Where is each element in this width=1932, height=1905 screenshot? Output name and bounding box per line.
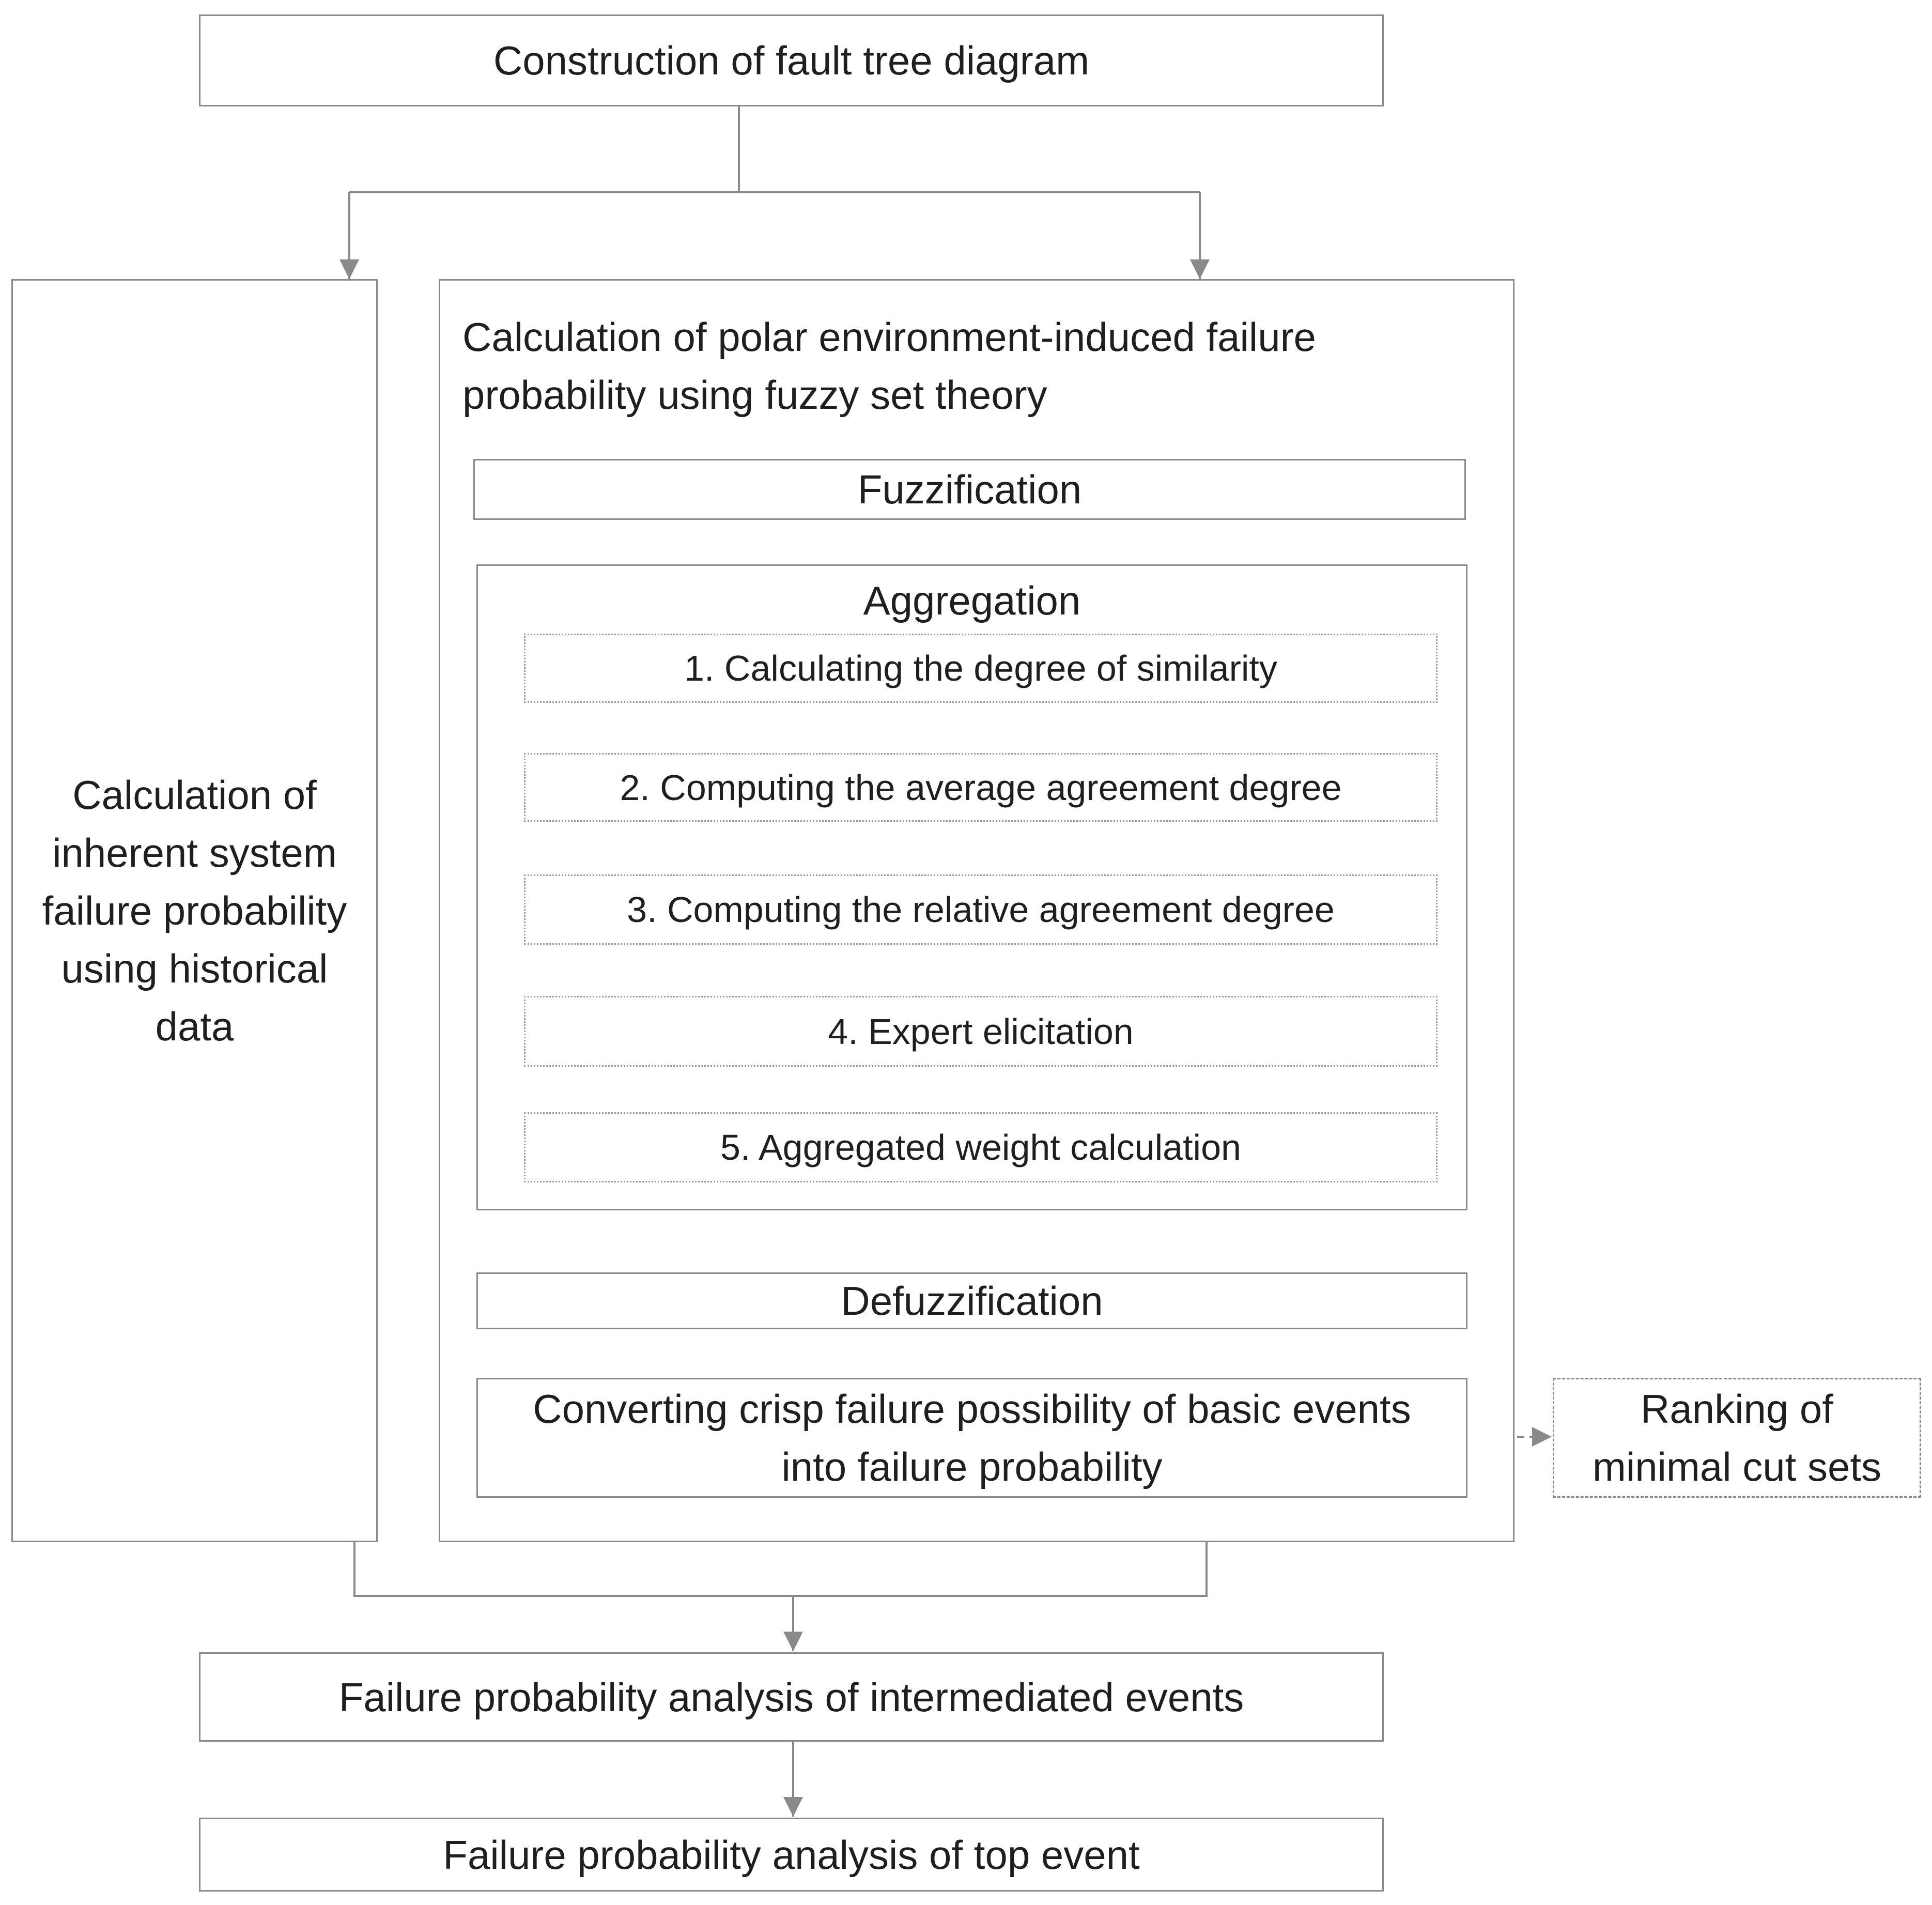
defuzzification-label: Defuzzification — [841, 1278, 1103, 1324]
connector-construction-to-branches — [349, 106, 1200, 193]
ranking-label: Ranking of minimal cut sets — [1592, 1386, 1882, 1489]
ranking-box: Ranking of minimal cut sets — [1553, 1378, 1921, 1498]
top-event-box: Failure probability analysis of top even… — [199, 1818, 1384, 1892]
fuzzification-box: Fuzzification — [473, 459, 1466, 520]
intermediate-box: Failure probability analysis of intermed… — [199, 1652, 1384, 1742]
defuzzification-box: Defuzzification — [476, 1272, 1467, 1329]
step-2-box: 2. Computing the average agreement degre… — [524, 753, 1438, 822]
polar-title: Calculation of polar environment-induced… — [462, 314, 1316, 418]
aggregation-title: Aggregation — [863, 578, 1081, 623]
converting-box: Converting crisp failure possibility of … — [476, 1378, 1467, 1498]
step-4-label: 4. Expert elicitation — [828, 1011, 1134, 1052]
inherent-label: Calculation of inherent system failure p… — [42, 772, 347, 1049]
step-3-label: 3. Computing the relative agreement degr… — [627, 889, 1335, 930]
step-1-box: 1. Calculating the degree of similarity — [524, 634, 1438, 703]
step-4-box: 4. Expert elicitation — [524, 996, 1438, 1067]
converting-label: Converting crisp failure possibility of … — [533, 1386, 1411, 1489]
step-1-label: 1. Calculating the degree of similarity — [684, 648, 1277, 688]
construction-box: Construction of fault tree diagram — [199, 14, 1384, 106]
inherent-box: Calculation of inherent system failure p… — [11, 279, 378, 1542]
intermediate-label: Failure probability analysis of intermed… — [338, 1674, 1244, 1720]
step-3-box: 3. Computing the relative agreement degr… — [524, 874, 1438, 945]
construction-label: Construction of fault tree diagram — [493, 38, 1090, 83]
step-5-label: 5. Aggregated weight calculation — [720, 1127, 1241, 1167]
connector-branches-merge — [353, 1541, 1208, 1597]
step-5-box: 5. Aggregated weight calculation — [524, 1112, 1438, 1182]
step-2-label: 2. Computing the average agreement degre… — [620, 767, 1342, 808]
fuzzification-label: Fuzzification — [857, 467, 1082, 512]
top-event-label: Failure probability analysis of top even… — [443, 1832, 1140, 1878]
